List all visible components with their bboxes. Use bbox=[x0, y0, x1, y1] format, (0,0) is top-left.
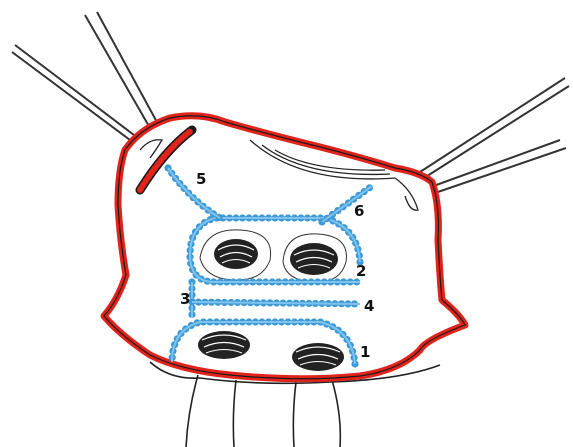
retractor-wire bbox=[424, 86, 569, 178]
retractor-wire bbox=[15, 45, 134, 135]
label-4: 4 bbox=[364, 297, 374, 315]
retractor-wire bbox=[420, 78, 565, 172]
label-3: 3 bbox=[180, 290, 190, 308]
retractor-wire bbox=[97, 12, 158, 124]
retractor-wire bbox=[12, 52, 130, 140]
label-2: 2 bbox=[356, 262, 366, 280]
vessel-outline bbox=[233, 380, 236, 447]
vessel-outline bbox=[186, 375, 198, 447]
retractor-wire bbox=[432, 148, 566, 194]
vessel-outline bbox=[332, 380, 340, 447]
label-1: 1 bbox=[360, 343, 370, 361]
label-5: 5 bbox=[196, 170, 206, 188]
ostium-lower-left bbox=[198, 331, 250, 359]
label-6: 6 bbox=[354, 202, 364, 220]
retractor-wire bbox=[85, 15, 150, 128]
vessel-outline bbox=[293, 382, 296, 447]
ostium-lower-right bbox=[292, 343, 344, 371]
